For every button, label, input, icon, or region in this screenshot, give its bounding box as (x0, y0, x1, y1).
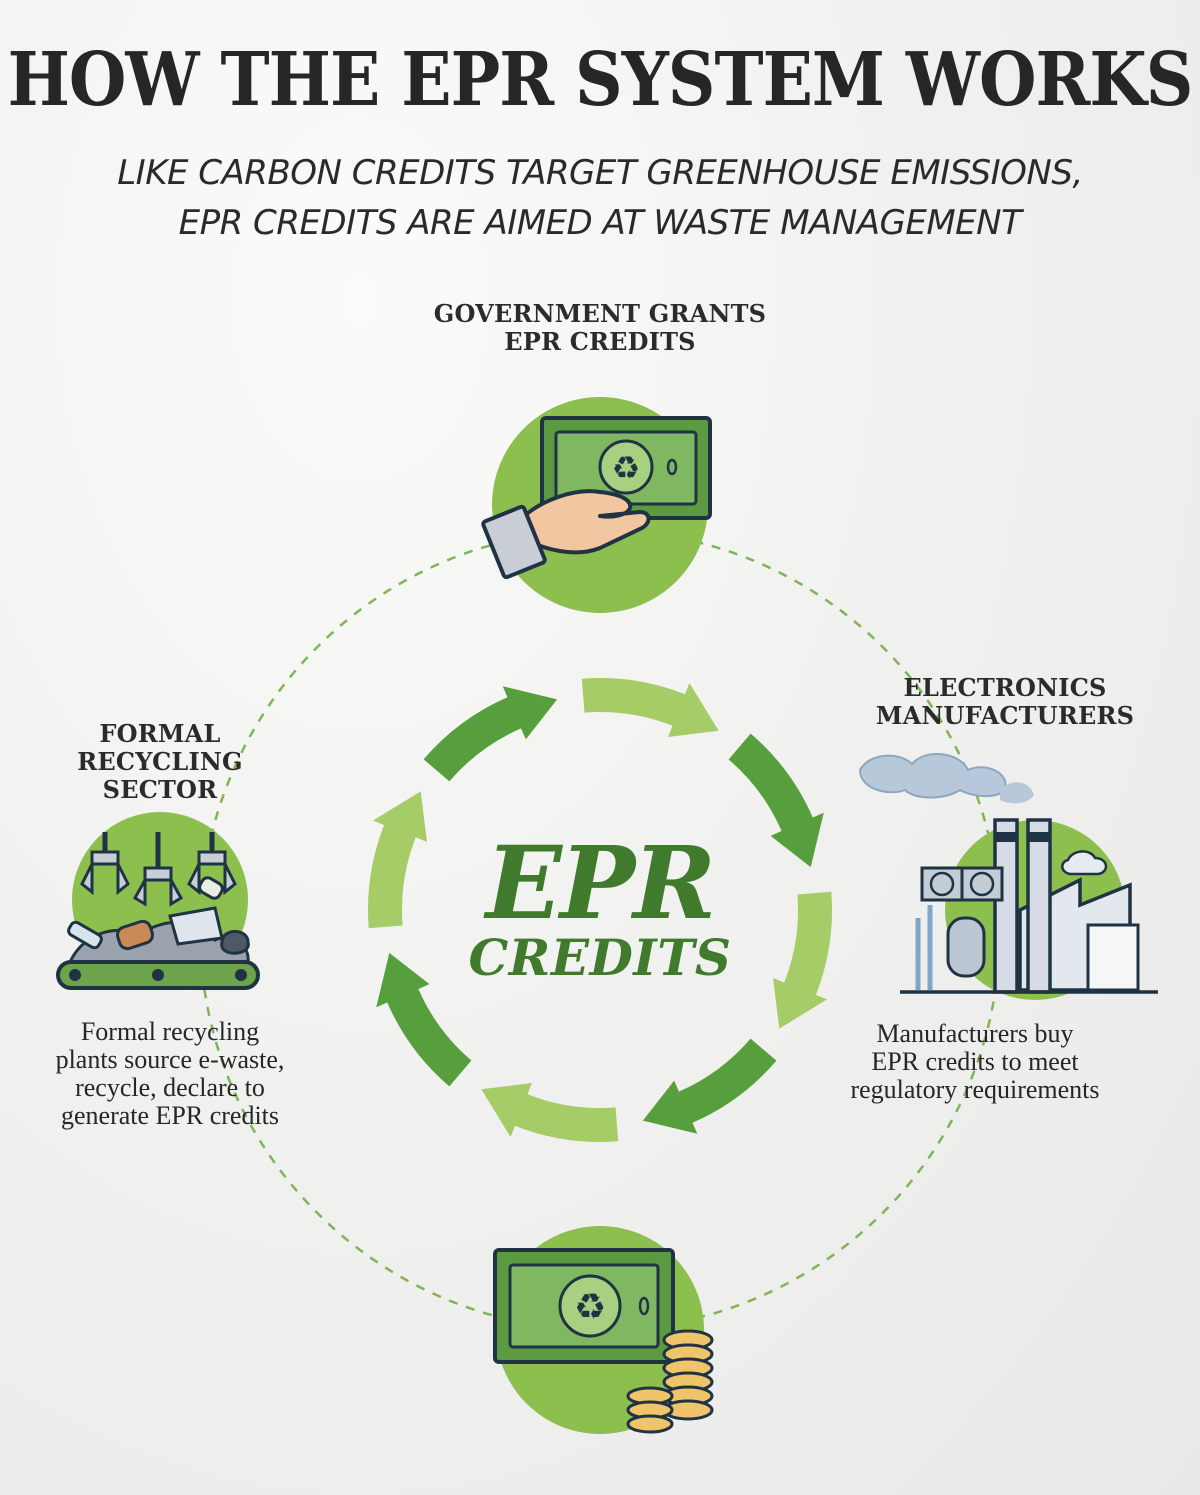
svg-text:♻: ♻ (574, 1287, 606, 1328)
recycling-desc-line-2: plants source e-waste, (55, 1045, 285, 1074)
manufacturers-label-line-1: ELECTRONICS (903, 673, 1107, 702)
government-label-line-2: EPR CREDITS (504, 327, 696, 356)
payment-icon-group: ♻ (493, 1226, 714, 1434)
cycle-arrow (728, 733, 824, 868)
cycle-arrow (773, 891, 832, 1029)
recycling-desc-line-4: generate EPR credits (60, 1101, 280, 1130)
page-title: HOW THE EPR SYSTEM WORKS (7, 35, 1194, 123)
manufacturers-icon-group (858, 752, 1158, 1000)
factory-icon (858, 752, 1158, 994)
manufacturers-desc-line-1: Manufacturers buy (876, 1019, 1074, 1048)
hand-with-banknote-icon: ♻ (481, 416, 712, 580)
cycle-arrow (481, 1083, 619, 1142)
recycling-label-line-1: FORMAL (99, 719, 221, 748)
svg-text:♻: ♻ (612, 449, 641, 487)
center-label-sub: CREDITS (468, 928, 732, 987)
recycling-icon-group (56, 812, 260, 990)
manufacturers-desc-line-2: EPR credits to meet (871, 1047, 1079, 1076)
cycle-arrow (581, 678, 719, 737)
arrow-ring (368, 678, 832, 1142)
manufacturers-desc-line-3: regulatory requirements (850, 1075, 1100, 1104)
government-label-line-1: GOVERNMENT GRANTS (433, 299, 767, 328)
government-icon-group: ♻ (481, 397, 712, 613)
recycling-label: FORMAL RECYCLING SECTOR (60, 720, 260, 804)
recycling-label-line-3: SECTOR (102, 775, 218, 804)
recycling-conveyor-icon (56, 832, 260, 990)
recycling-description: Formal recycling plants source e-waste, … (20, 1018, 320, 1130)
banknote-with-coins-icon: ♻ (493, 1248, 714, 1434)
cycle-arrow (423, 686, 558, 782)
subtitle-line-2: EPR CREDITS ARE AIMED AT WASTE MANAGEMEN… (178, 203, 1022, 243)
manufacturers-description: Manufacturers buy EPR credits to meet re… (815, 1020, 1135, 1104)
subtitle-line-1: LIKE CARBON CREDITS TARGET GREENHOUSE EM… (117, 153, 1083, 193)
recycling-desc-line-1: Formal recycling (80, 1017, 260, 1046)
page-subtitle: LIKE CARBON CREDITS TARGET GREENHOUSE EM… (0, 148, 1200, 248)
recycling-label-line-2: RECYCLING (77, 747, 243, 776)
recycling-desc-line-3: recycle, declare to (75, 1073, 265, 1102)
center-label-main: EPR (485, 824, 717, 942)
government-label: GOVERNMENT GRANTS EPR CREDITS (400, 300, 800, 356)
cycle-arrow (368, 791, 427, 929)
cycle-arrow (642, 1038, 777, 1134)
manufacturers-label-line-2: MANUFACTURERS (875, 701, 1135, 730)
manufacturers-label: ELECTRONICS MANUFACTURERS (860, 674, 1150, 730)
cycle-arrow (376, 952, 472, 1087)
